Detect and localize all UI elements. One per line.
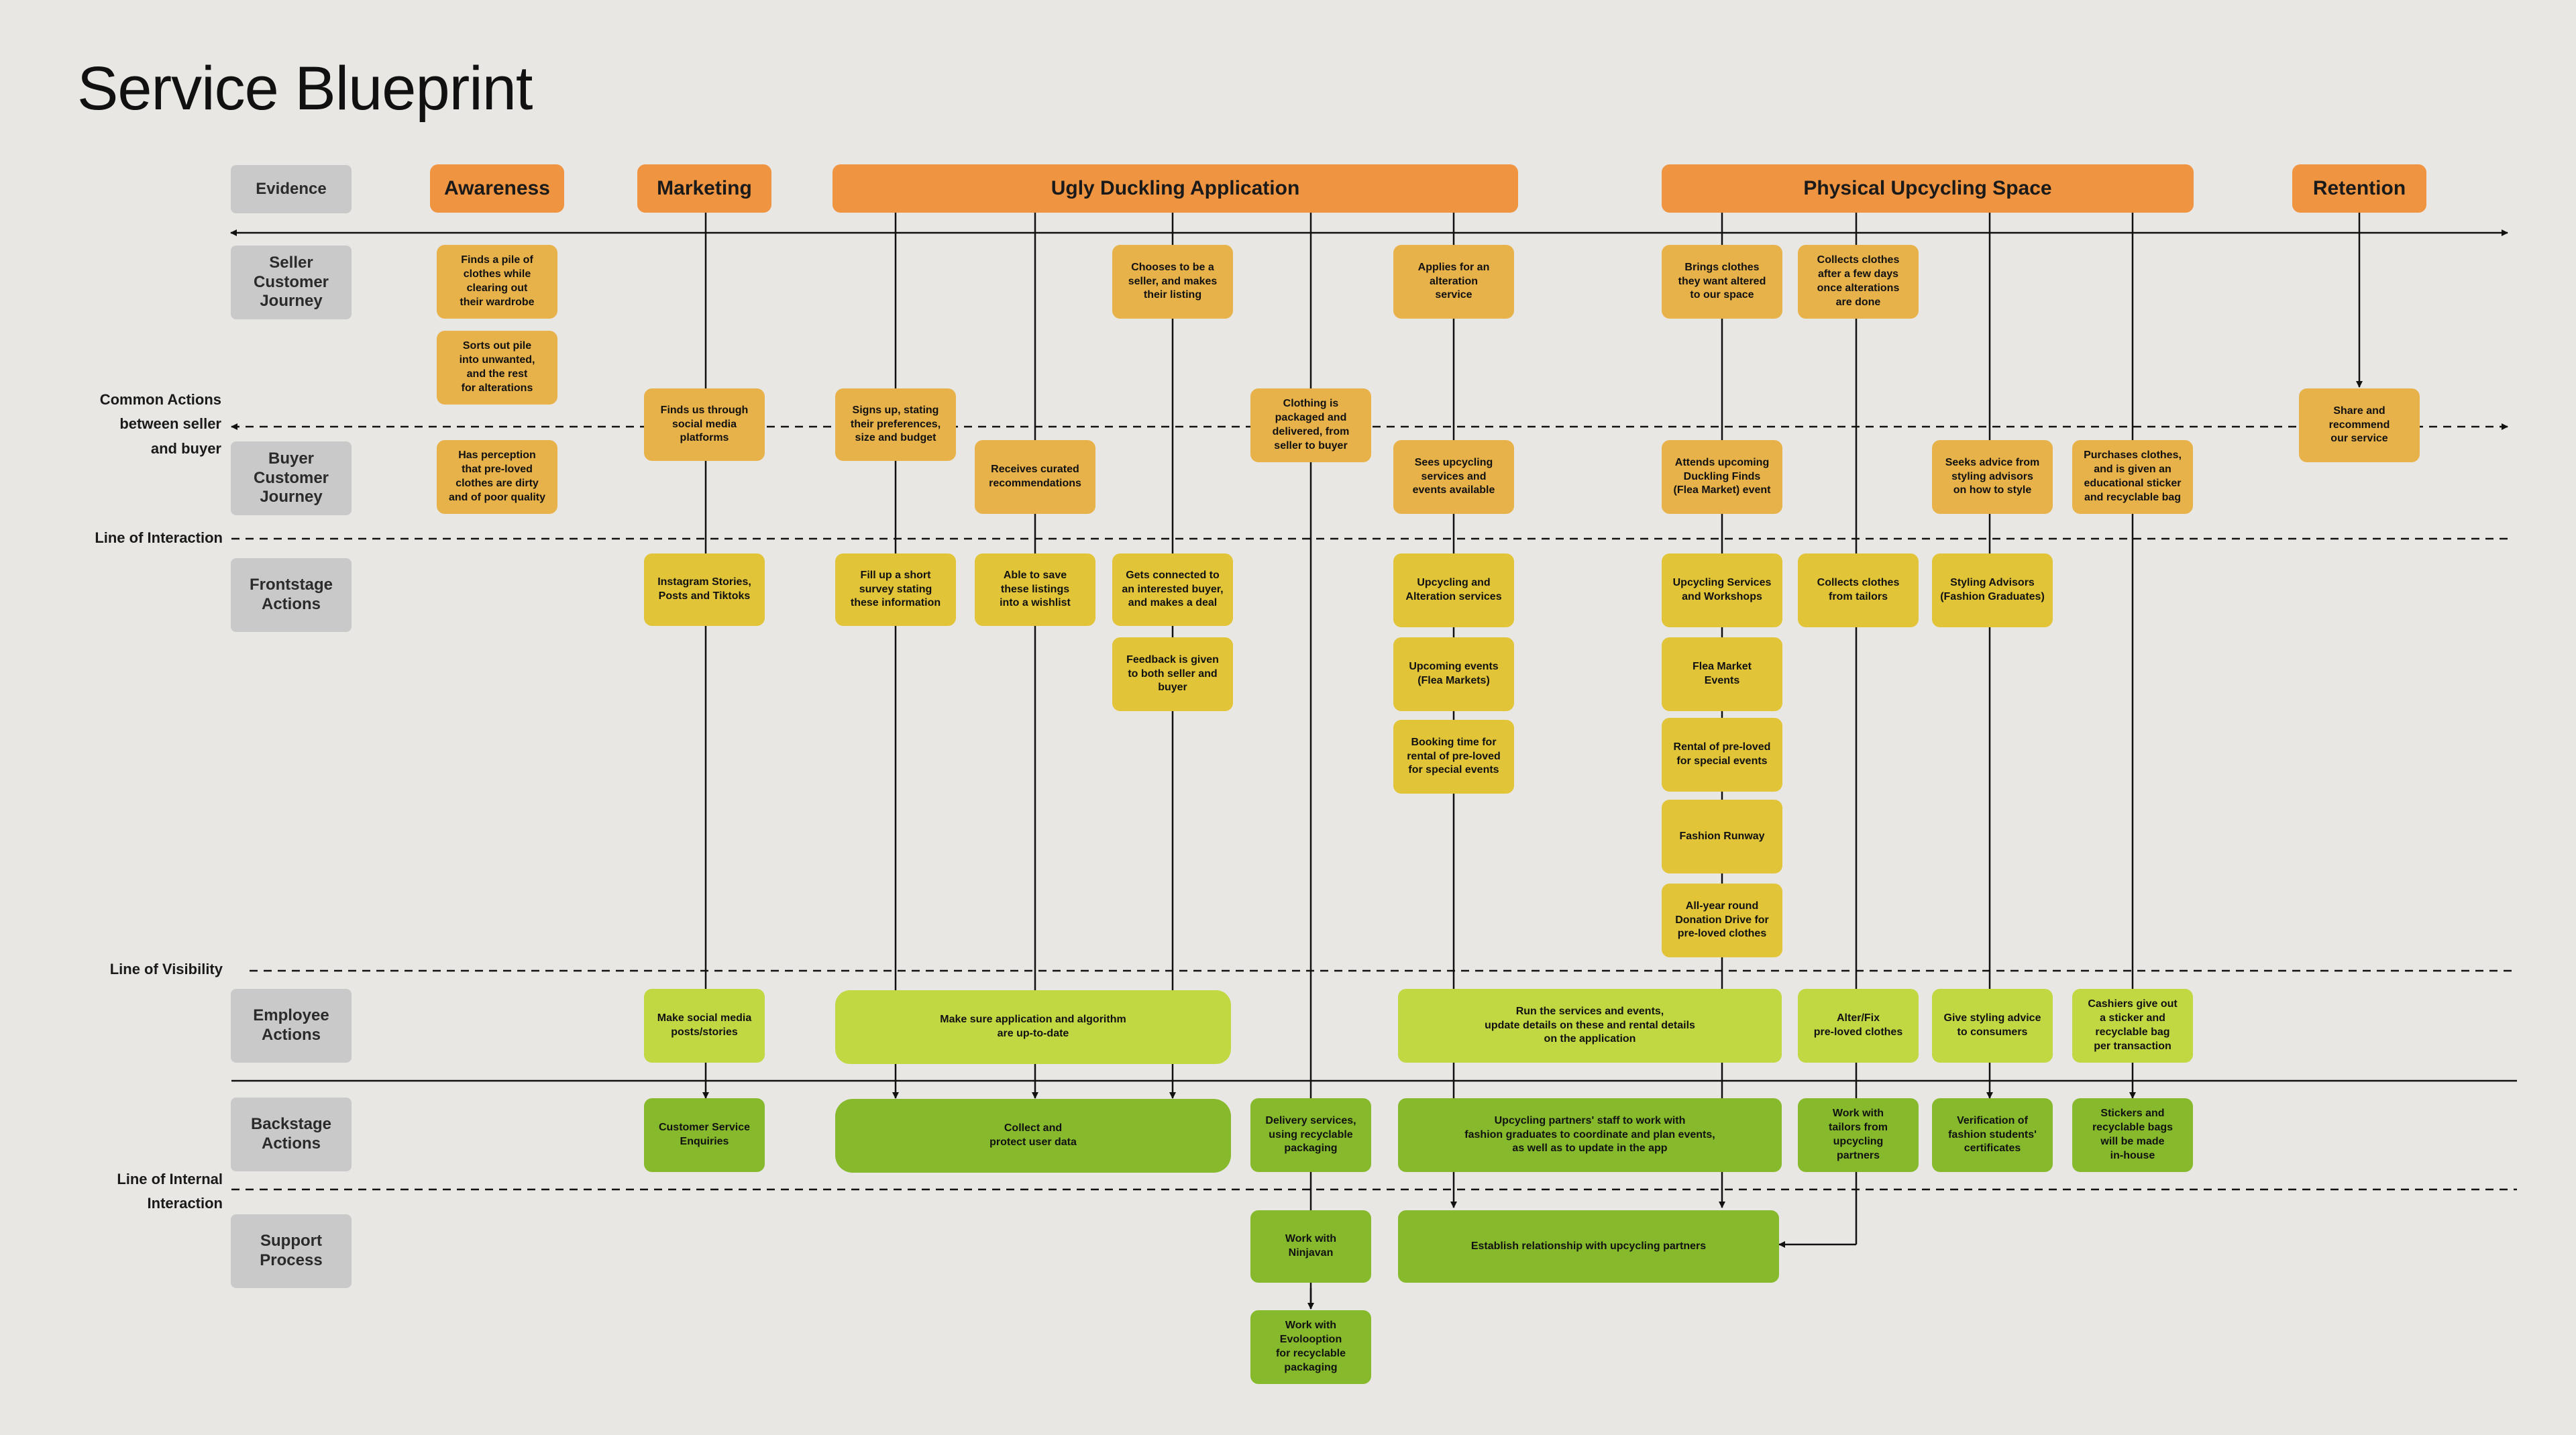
card-mk-enquiries: Customer Service Enquiries — [644, 1098, 765, 1172]
card-ap-connected: Gets connected to an interested buyer, a… — [1112, 553, 1233, 626]
card-aw-sort: Sorts out pile into unwanted, and the re… — [437, 331, 557, 405]
card-dl-ninjavan: Work with Ninjavan — [1250, 1210, 1371, 1283]
phase-awareness: Awareness — [430, 164, 564, 213]
page-title: Service Blueprint — [77, 54, 533, 123]
phase-physical-upcycling-space: Physical Upcycling Space — [1662, 164, 2194, 213]
card-dl-evoloop: Work with Evoloop­tion for recyclable pa… — [1250, 1310, 1371, 1384]
card-ps-cashiers: Cashiers give out a sticker and recyclab… — [2072, 989, 2193, 1063]
lane-support: Support Process — [231, 1214, 352, 1288]
card-ap-survey: Fill up a short survey stating these inf… — [835, 553, 956, 626]
card-dl-delivery: Delivery services, using recyclable pack… — [1250, 1098, 1371, 1172]
card-ps-work-tailors: Work with tailors from upcycling partner… — [1798, 1098, 1919, 1172]
card-ps-attends: Attends upcoming Duckling Finds (Flea Ma… — [1662, 440, 1782, 514]
card-sv-establish: Establish relationship with upcycling pa… — [1398, 1210, 1779, 1283]
card-ap-seller: Chooses to be a seller, and makes their … — [1112, 245, 1233, 319]
card-ap-wishlist: Able to save these listings into a wishl… — [975, 553, 1095, 626]
card-ps-rental: Rental of pre-loved for special events — [1662, 718, 1782, 792]
card-aw-perception: Has perception that pre-loved clothes ar… — [437, 440, 557, 514]
label-line-of-internal-interaction: Line of Internal Interaction — [117, 1171, 223, 1212]
card-ps-purchases: Purchases clothes, and is given an educa… — [2072, 440, 2193, 514]
card-rt-share: Share and recommend our service — [2299, 388, 2420, 462]
card-mk-instagram: Instagram Stories, Posts and Tiktoks — [644, 553, 765, 626]
card-ps-tailors: Collects clothes from tailors — [1798, 553, 1919, 627]
card-ps-brings: Brings clothes they want altered to our … — [1662, 245, 1782, 319]
lane-buyer-journey: Buyer Customer Journey — [231, 441, 352, 515]
card-mk-social: Make social media posts/stories — [644, 989, 765, 1063]
lane-seller-journey: Seller Customer Journey — [231, 246, 352, 319]
phase-retention: Retention — [2292, 164, 2426, 213]
card-ap-curated: Receives curated recommendations — [975, 440, 1095, 514]
card-ps-workshops: Upcycling Services and Workshops — [1662, 553, 1782, 627]
card-mk-finds: Finds us through social media platforms — [644, 388, 765, 461]
card-ps-runway: Fashion Runway — [1662, 800, 1782, 873]
card-aw-pile: Finds a pile of clothes while clearing o… — [437, 245, 557, 319]
card-sv-sees: Sees upcycling services and events avail… — [1393, 440, 1514, 514]
card-ap-uptodate: Make sure application and algorithm are … — [835, 990, 1231, 1064]
label-line-of-interaction: Line of Interaction — [95, 529, 223, 546]
card-ps-verification: Verification of fashion students' certif… — [1932, 1098, 2053, 1172]
card-ps-give-advice: Give styling advice to consumers — [1932, 989, 2053, 1063]
card-ps-collects: Collects clothes after a few days once a… — [1798, 245, 1919, 319]
card-ps-donation: All-year round Donation Drive for pre-lo… — [1662, 884, 1782, 957]
lane-frontstage: Frontstage Actions — [231, 558, 352, 632]
label-line-of-visibility: Line of Visibility — [109, 961, 223, 977]
card-ps-flea: Flea Market Events — [1662, 637, 1782, 711]
card-ap-feedback: Feedback is given to both seller and buy… — [1112, 637, 1233, 711]
label-common-actions: Common Actions between seller and buyer — [99, 391, 221, 457]
card-ps-advisors: Styling Advisors (Fashion Graduates) — [1932, 553, 2053, 627]
card-ap-collect: Collect and protect user data — [835, 1099, 1231, 1173]
card-ap-signup: Signs up, stating their preferences, siz… — [835, 388, 956, 461]
card-sv-applies: Applies for an alteration service — [1393, 245, 1514, 319]
card-sv-upcycling: Upcycling and Alteration services — [1393, 553, 1514, 627]
lane-employee: Employee Actions — [231, 989, 352, 1063]
card-sv-partners-staff: Upcycling partners' staff to work with f… — [1398, 1098, 1782, 1172]
phase-ugly-duckling-application: Ugly Duckling Application — [833, 164, 1518, 213]
card-sv-run: Run the services and events, update deta… — [1398, 989, 1782, 1063]
card-dl-packaged: Clothing is packaged and delivered, from… — [1250, 388, 1371, 462]
card-ps-stickers: Stickers and recyclable bags will be mad… — [2072, 1098, 2193, 1172]
lane-backstage: Backstage Actions — [231, 1098, 352, 1171]
card-ps-seeks: Seeks advice from styling advisors on ho… — [1932, 440, 2053, 514]
phase-marketing: Marketing — [637, 164, 771, 213]
card-ps-alter: Alter/Fix pre-loved clothes — [1798, 989, 1919, 1063]
lane-evidence: Evidence — [231, 165, 352, 213]
card-sv-booking: Booking time for rental of pre-loved for… — [1393, 720, 1514, 794]
card-sv-events: Upcoming events (Flea Markets) — [1393, 637, 1514, 711]
